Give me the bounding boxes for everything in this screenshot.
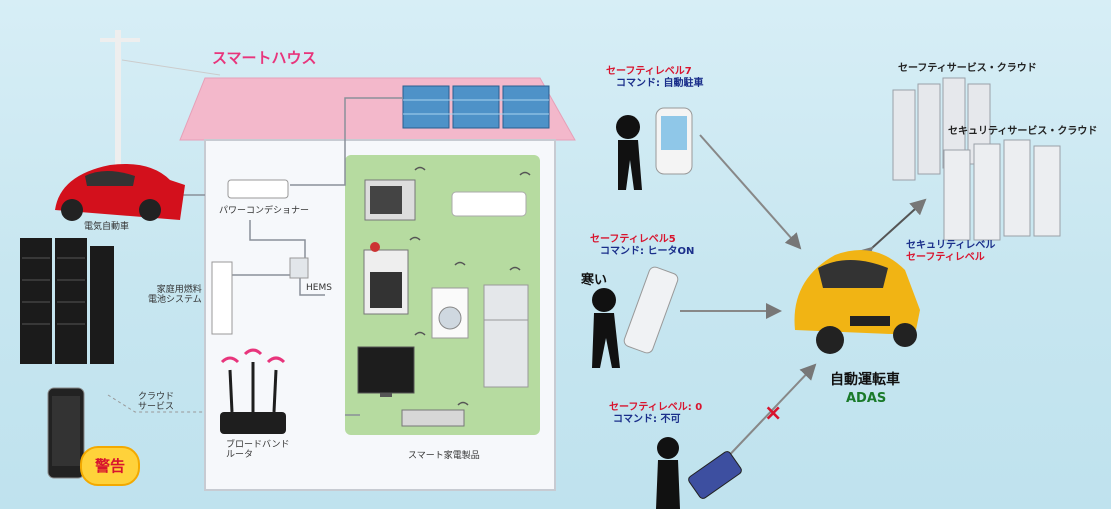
television-icon <box>357 346 415 397</box>
hems-icon <box>289 257 309 279</box>
house-wiring <box>160 97 403 416</box>
person-2-caption: セーフティレベル5 コマンド: ヒータON <box>590 234 694 257</box>
phone-2-icon <box>623 266 679 354</box>
cloud-car-link <box>856 198 927 264</box>
person-2-command: コマンド: ヒータON <box>600 245 695 257</box>
cloud-service-label: クラウド サービス <box>138 392 174 413</box>
cloud-service-label-line-1: クラウド <box>138 392 175 402</box>
router-label-line-1: ブロードバンド <box>226 440 290 450</box>
power-conditioner-label: パワーコンデショナー <box>219 206 310 216</box>
warning-badge: 警告 <box>80 446 140 486</box>
security-level-label: セキュリティレベル <box>906 240 996 251</box>
ev-label: 電気自動車 <box>84 222 130 232</box>
autonomous-car-icon <box>794 250 920 354</box>
server-rack-icon <box>20 238 114 364</box>
oven-icon <box>363 242 409 315</box>
wifi-marks <box>409 166 531 406</box>
cloud-link-labels: セキュリティレベル セーフティレベル <box>906 240 995 263</box>
cloud-service-label-line-2: サービス <box>138 402 175 413</box>
person-1-level: セーフティレベル7 <box>606 66 692 77</box>
person-1-command: コマンド: 自動駐車 <box>616 77 704 89</box>
phone-1-icon <box>655 107 693 175</box>
safety-cloud-servers-icon <box>892 77 991 181</box>
utility-pole-icon <box>100 30 221 190</box>
air-conditioner-icon <box>451 191 527 217</box>
person-3-icon <box>656 437 680 509</box>
speech-cold: 寒い <box>581 273 608 288</box>
person-3-caption: セーフティレベル: 0 コマンド: 不可 <box>609 402 702 425</box>
fuel-cell-label-line-1: 家庭用燃料 <box>156 285 202 295</box>
person-2-level: セーフティレベル5 <box>590 234 676 245</box>
blocked-x-icon: × <box>764 401 782 426</box>
security-cloud-servers-icon <box>943 139 1061 241</box>
electric-car-icon <box>55 164 185 221</box>
phone-3-icon <box>688 451 742 499</box>
fuel-cell-label: 家庭用燃料 電池システム <box>148 285 202 306</box>
person-1-caption: セーフティレベル7 コマンド: 自動駐車 <box>606 66 703 89</box>
safety-level-label: セーフティレベル <box>906 251 985 263</box>
security-cloud-label: セキュリティサービス・クラウド <box>948 126 1098 137</box>
person-1-icon <box>616 115 642 190</box>
microwave-icon <box>364 179 416 221</box>
av-receiver-icon <box>401 409 465 427</box>
autonomous-car-label: 自動運転車 <box>830 372 900 388</box>
washing-machine-icon <box>431 287 469 339</box>
cloud-signal-line <box>107 394 205 413</box>
smart-house-title: スマートハウス <box>212 49 317 67</box>
person-3-level: セーフティレベル: 0 <box>609 402 703 413</box>
adas-label: ADAS <box>846 391 887 406</box>
safety-cloud-label: セーフティサービス・クラウド <box>898 63 1037 74</box>
router-label: ブロードバンド ルータ <box>226 440 289 461</box>
fuel-cell-label-line-2: 電池システム <box>148 295 202 306</box>
router-icon <box>220 348 286 434</box>
fuel-cell-icon <box>211 261 233 335</box>
person-2-icon <box>592 288 620 368</box>
smartphone-icon <box>47 387 85 479</box>
command-arrows <box>680 134 817 466</box>
power-conditioner-icon <box>227 179 289 199</box>
solar-panels-icon <box>402 85 550 129</box>
person-3-command: コマンド: 不可 <box>613 413 681 425</box>
router-label-line-2: ルータ <box>226 450 254 461</box>
hems-label: HEMS <box>306 283 332 293</box>
refrigerator-icon <box>483 284 529 388</box>
appliances-label: スマート家電製品 <box>408 451 480 461</box>
